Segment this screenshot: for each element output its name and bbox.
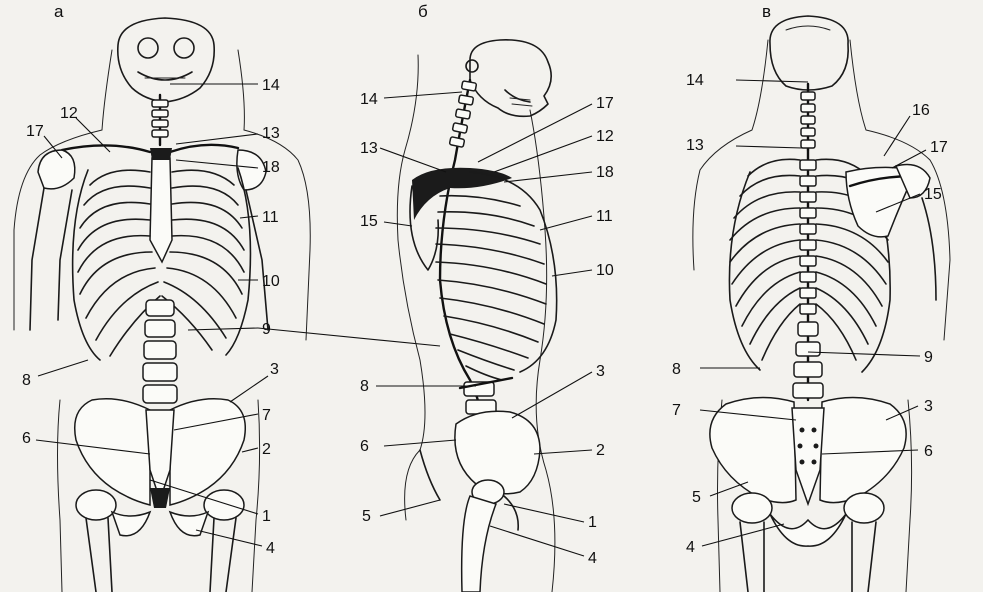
panel-side-callout-2: 2 <box>596 442 605 459</box>
panel-front-callout-4: 4 <box>266 540 275 557</box>
panel-front-callout-9: 9 <box>262 321 271 338</box>
panel-side-callout-11: 11 <box>596 208 613 225</box>
panel-front-callout-14: 14 <box>262 77 280 94</box>
panel-side-callout-5: 5 <box>362 508 371 525</box>
panel-back-callout-6: 6 <box>924 443 933 460</box>
panel-back-letter: в <box>762 2 771 21</box>
panel-back-callout-14: 14 <box>686 72 704 89</box>
panel-back-callout-8: 8 <box>672 361 681 378</box>
panel-back-callout-4: 4 <box>686 539 695 556</box>
panel-side-callout-3: 3 <box>596 363 605 380</box>
panel-back-callout-15: 15 <box>924 186 942 203</box>
panel-side-letter: б <box>418 2 428 21</box>
panel-side-callout-18: 18 <box>596 164 614 181</box>
panel-front-callout-13: 13 <box>262 125 280 142</box>
panel-back-callout-5: 5 <box>692 489 701 506</box>
panel-side-callout-8: 8 <box>360 378 369 395</box>
panel-front-callout-7: 7 <box>262 407 271 424</box>
panel-front-drawing <box>14 18 310 592</box>
panel-front-letter: а <box>54 2 64 21</box>
panel-back-callout-16: 16 <box>912 102 930 119</box>
panel-front-callout-2: 2 <box>262 441 271 458</box>
panel-front-callout-17: 17 <box>26 123 44 140</box>
panel-front-callout-11: 11 <box>262 209 279 226</box>
panel-side-callout-4: 4 <box>588 550 597 567</box>
panel-side-callout-10: 10 <box>596 262 614 279</box>
panel-side-callout-15: 15 <box>360 213 378 230</box>
panel-front-callout-12: 12 <box>60 105 78 122</box>
panel-side-callout-12: 12 <box>596 128 614 145</box>
panel-side-callout-17: 17 <box>596 95 614 112</box>
panel-side-callout-6: 6 <box>360 438 369 455</box>
panel-front-callout-10: 10 <box>262 273 280 290</box>
panel-side-callout-14: 14 <box>360 91 378 108</box>
panel-back-callout-3: 3 <box>924 398 933 415</box>
panel-back-callout-13: 13 <box>686 137 704 154</box>
panel-front-callout-3: 3 <box>270 361 279 378</box>
panel-back-callout-7: 7 <box>672 402 681 419</box>
panel-back-callout-9: 9 <box>924 349 933 366</box>
panel-side-callout-13: 13 <box>360 140 378 157</box>
panel-front-callout-6: 6 <box>22 430 31 447</box>
panel-side-drawing <box>397 40 556 592</box>
panel-front-callout-18: 18 <box>262 159 280 176</box>
panel-front-callout-8: 8 <box>22 372 31 389</box>
panel-back-callout-17: 17 <box>930 139 948 156</box>
panel-front-callout-1: 1 <box>262 508 271 525</box>
panel-side-callout-1: 1 <box>588 514 597 531</box>
